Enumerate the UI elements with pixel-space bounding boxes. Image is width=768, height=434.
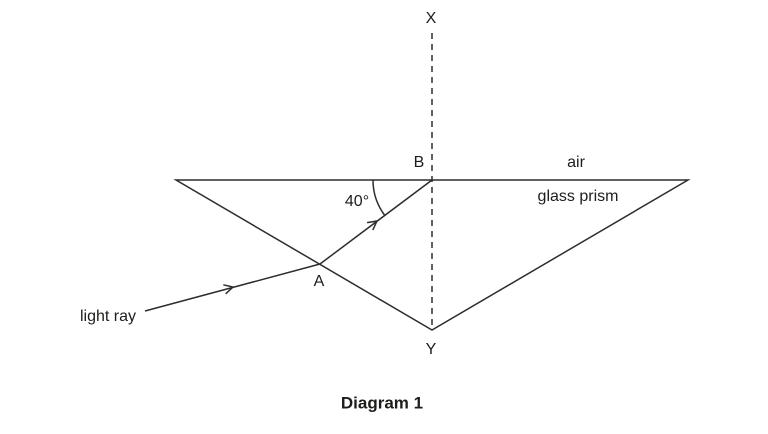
label-air: air [567,154,585,171]
label-light-ray: light ray [79,308,137,325]
label-point-y: Y [425,341,437,358]
label-point-x: X [425,10,437,27]
refracted-ray-arrowhead-icon [366,220,379,231]
incident-ray-arrowhead-icon [223,284,235,295]
label-point-a: A [313,273,325,290]
label-angle-40: 40° [344,193,370,210]
diagram-caption: Diagram 1 [340,393,424,413]
angle-arc [372,179,386,217]
label-glass-prism: glass prism [537,188,619,205]
label-point-b: B [413,154,425,171]
